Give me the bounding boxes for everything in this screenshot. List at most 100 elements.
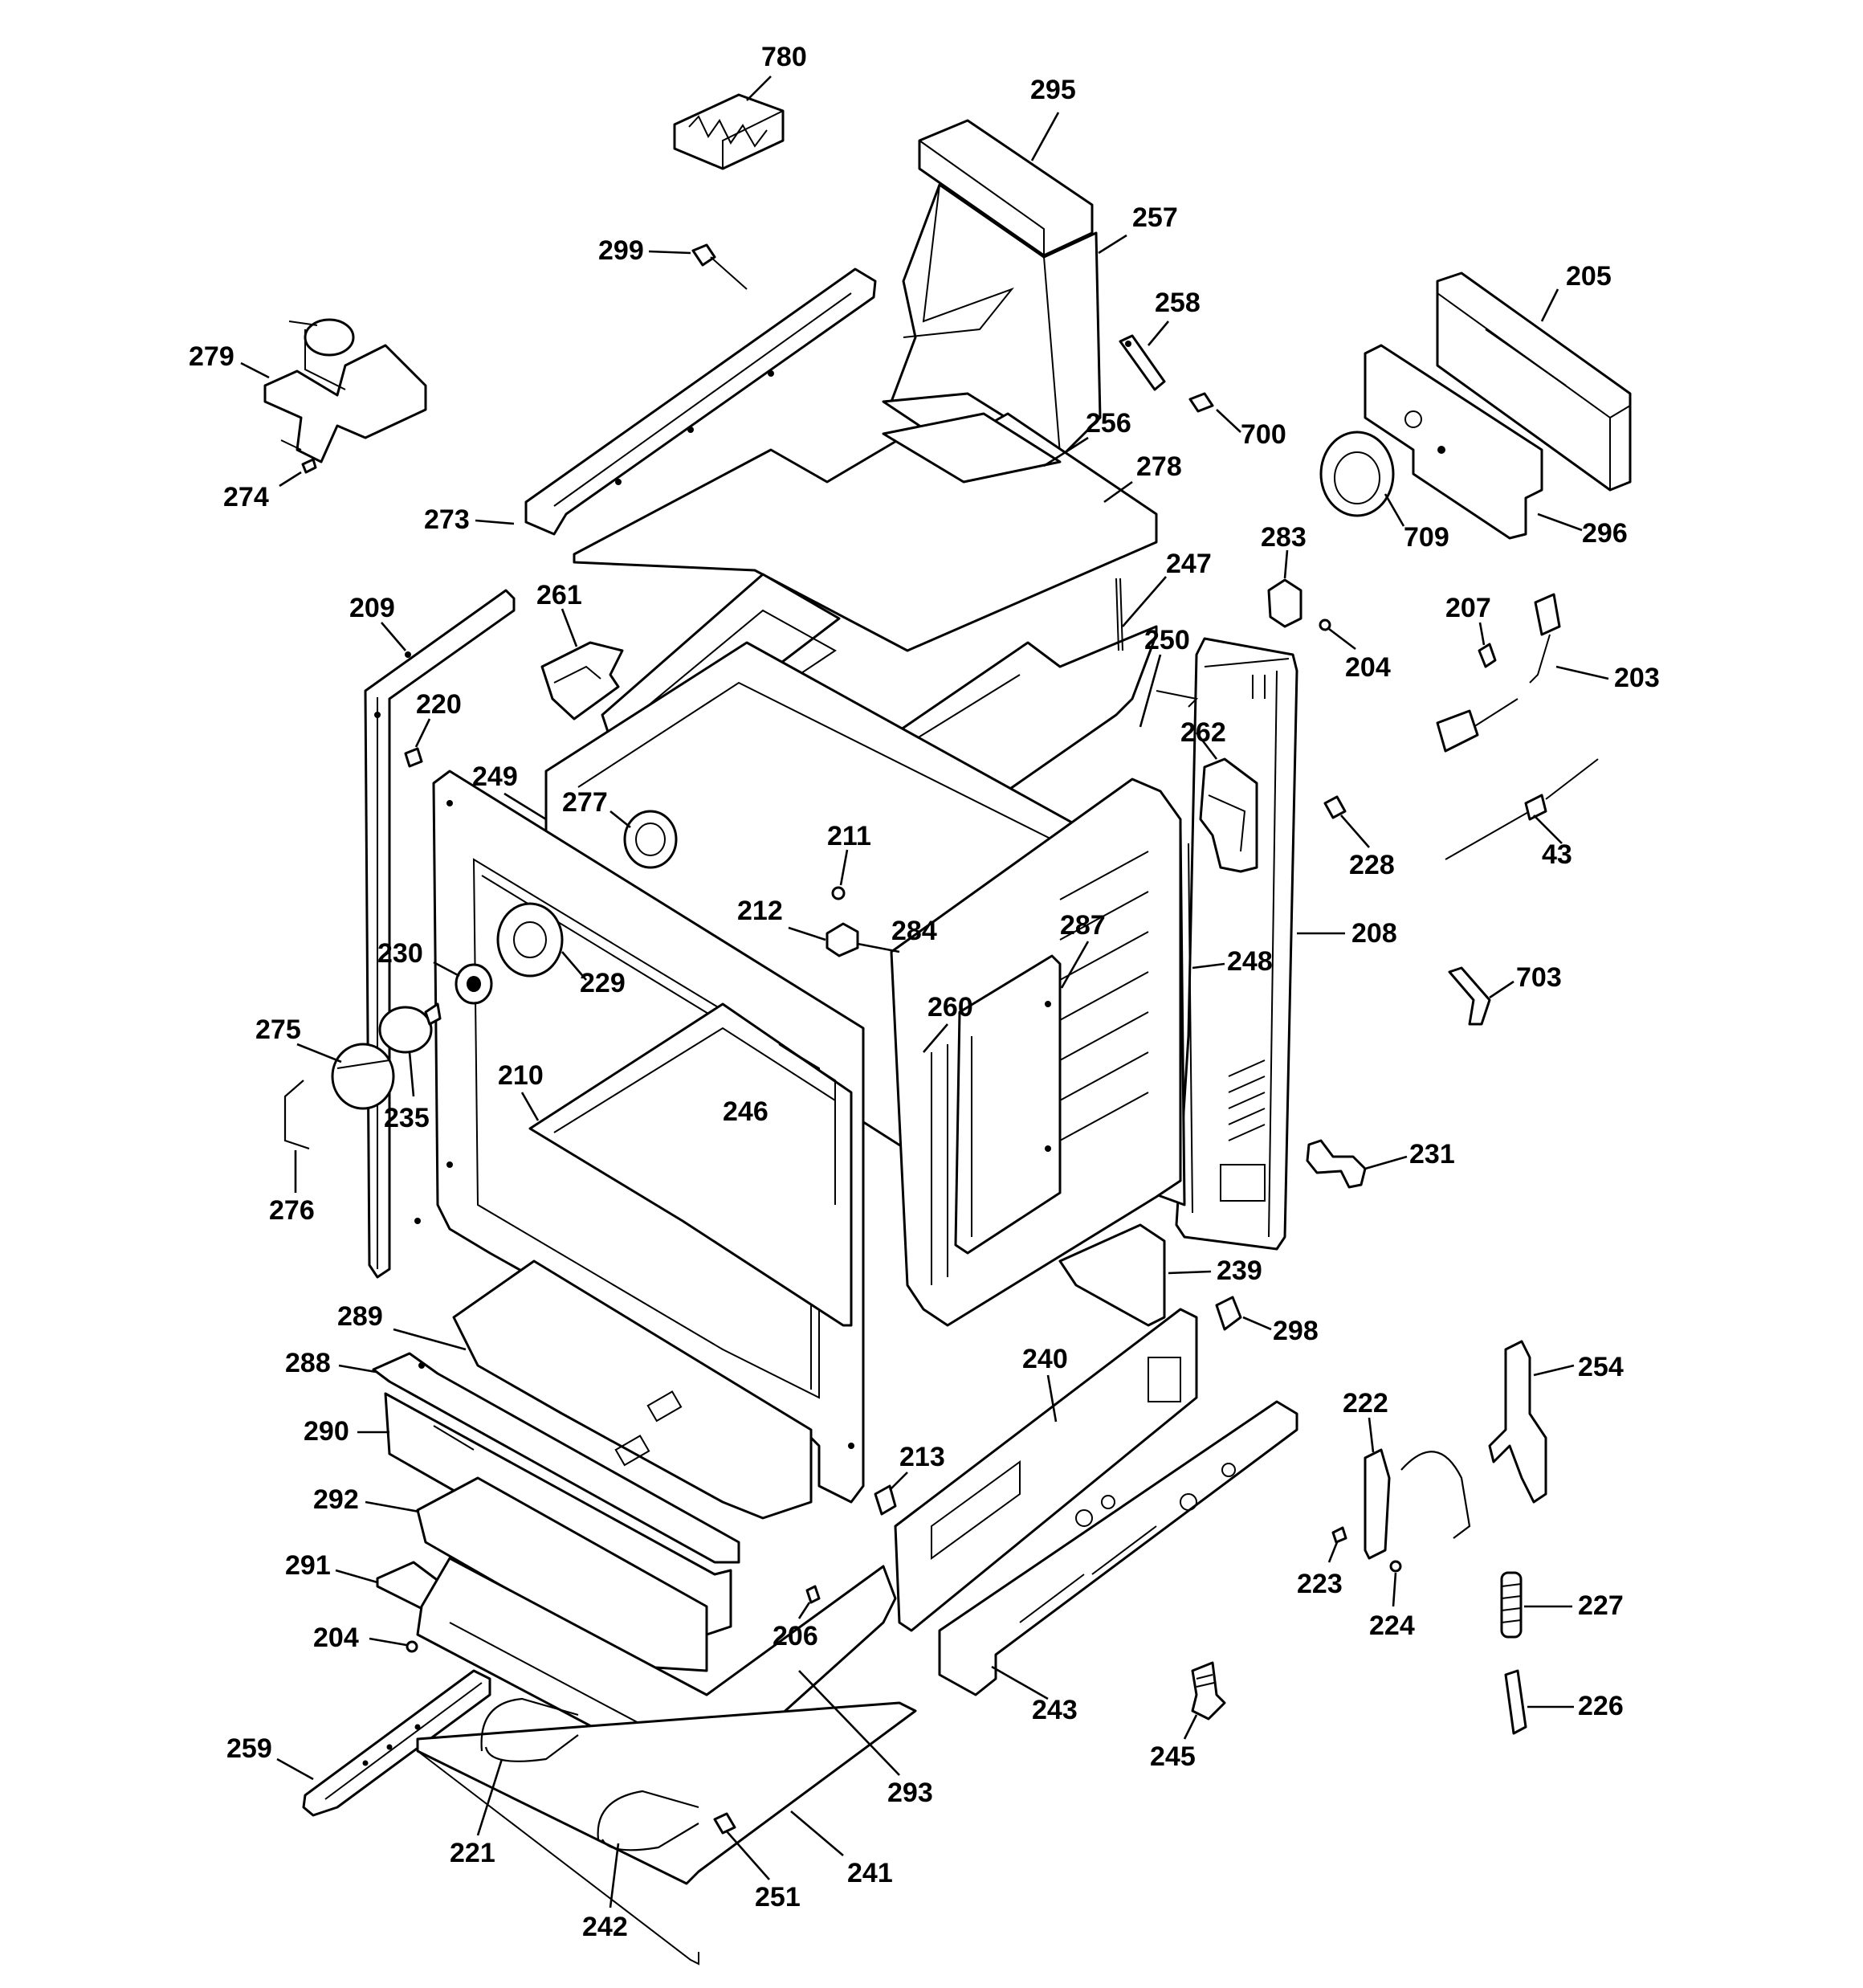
- part-261-drawing: [540, 641, 624, 720]
- callout-224: 224: [1369, 1610, 1415, 1641]
- leader-278: [1103, 480, 1133, 504]
- part-242-drawing: [597, 1790, 699, 1851]
- callout-208: 208: [1351, 918, 1397, 949]
- leader-209: [381, 622, 406, 651]
- leader-222: [1368, 1417, 1375, 1453]
- callout-261: 261: [536, 580, 582, 610]
- leader-260: [923, 1023, 948, 1053]
- callout-292: 292: [313, 1484, 359, 1515]
- callout-204b: 204: [313, 1623, 359, 1653]
- callout-241: 241: [847, 1858, 893, 1888]
- callout-229: 229: [580, 968, 626, 998]
- leader-203: [1555, 665, 1609, 680]
- leader-287: [1060, 941, 1090, 989]
- callout-256: 256: [1086, 408, 1131, 439]
- leader-299: [648, 250, 691, 255]
- leader-254: [1533, 1364, 1575, 1377]
- leader-780: [746, 76, 772, 101]
- callout-243: 243: [1032, 1695, 1078, 1725]
- callout-246: 246: [723, 1096, 768, 1127]
- leader-275: [296, 1043, 342, 1063]
- leader-251: [726, 1831, 770, 1880]
- callout-207: 207: [1445, 593, 1491, 623]
- callout-703: 703: [1516, 962, 1562, 993]
- leader-700: [1216, 409, 1241, 433]
- leader-243: [991, 1665, 1049, 1700]
- part-259-drawing: [302, 1669, 491, 1817]
- part-209-drawing: [364, 589, 516, 1279]
- part-289-drawing: [452, 1259, 813, 1520]
- callout-287: 287: [1060, 910, 1106, 941]
- part-700-drawing: [1188, 392, 1214, 413]
- leader-703: [1489, 980, 1514, 999]
- part-212-drawing: [826, 922, 859, 957]
- part-245-drawing: [1191, 1661, 1226, 1721]
- leader-257: [1098, 234, 1127, 255]
- part-222-drawing: [1364, 1448, 1471, 1560]
- part-228-drawing: [1323, 795, 1347, 819]
- part-288-drawing: [372, 1352, 740, 1564]
- part-227-drawing: [1500, 1571, 1523, 1639]
- leader-262: [1195, 732, 1218, 760]
- callout-295: 295: [1030, 75, 1076, 105]
- leader-295: [1030, 112, 1060, 161]
- leader-229: [561, 951, 587, 981]
- leader-277: [609, 810, 631, 829]
- part-295-drawing: [918, 119, 1094, 257]
- callout-210: 210: [498, 1060, 544, 1091]
- leader-298: [1242, 1316, 1272, 1331]
- part-213-drawing: [874, 1484, 897, 1516]
- leader-220: [414, 718, 431, 748]
- callout-227: 227: [1578, 1590, 1624, 1621]
- callout-279: 279: [189, 341, 234, 372]
- leader-245: [1183, 1714, 1198, 1740]
- part-229-drawing: [496, 902, 564, 978]
- callout-209: 209: [349, 593, 395, 623]
- part-273-drawing: [524, 267, 877, 536]
- callout-242: 242: [582, 1912, 628, 1942]
- callout-288: 288: [285, 1348, 331, 1378]
- leader-43: [1533, 814, 1563, 844]
- leader-lines: [240, 76, 1609, 1908]
- leader-274: [279, 471, 302, 488]
- callout-700: 700: [1241, 419, 1286, 450]
- leader-213: [889, 1472, 908, 1491]
- leader-296: [1537, 512, 1583, 532]
- leader-288: [338, 1364, 377, 1374]
- callout-212: 212: [737, 896, 783, 926]
- callout-254: 254: [1578, 1352, 1624, 1382]
- leader-258: [1148, 320, 1169, 346]
- callout-298: 298: [1273, 1316, 1319, 1346]
- leader-228: [1340, 814, 1370, 848]
- part-220-drawing: [404, 747, 423, 768]
- leader-283: [1283, 549, 1289, 579]
- callout-284: 284: [891, 916, 937, 946]
- part-299-drawing: [691, 243, 748, 290]
- callout-260: 260: [927, 992, 973, 1023]
- callout-257: 257: [1132, 202, 1178, 233]
- callout-291: 291: [285, 1550, 331, 1581]
- part-251-drawing: [713, 1812, 736, 1835]
- leader-261: [561, 608, 578, 647]
- leader-241: [790, 1810, 844, 1856]
- callout-248: 248: [1227, 946, 1273, 977]
- part-279-drawing: [263, 318, 427, 463]
- part-248-drawing: [1188, 843, 1193, 1214]
- part-247-drawing: [1115, 578, 1123, 651]
- callout-296: 296: [1582, 518, 1628, 549]
- callout-213: 213: [899, 1442, 945, 1472]
- part-262-drawing: [1199, 757, 1258, 873]
- part-206-drawing: [805, 1585, 821, 1604]
- callout-204a: 204: [1345, 652, 1391, 683]
- callout-278: 278: [1136, 451, 1182, 482]
- leader-239: [1168, 1270, 1212, 1275]
- part-235-drawing: [378, 1002, 442, 1054]
- leader-204a: [1328, 627, 1356, 651]
- part-240-drawing: [894, 1308, 1198, 1632]
- callout-275: 275: [255, 1014, 301, 1045]
- leader-242: [609, 1843, 620, 1908]
- leader-293: [798, 1670, 900, 1776]
- callout-277: 277: [562, 787, 608, 818]
- leader-256: [1043, 436, 1089, 467]
